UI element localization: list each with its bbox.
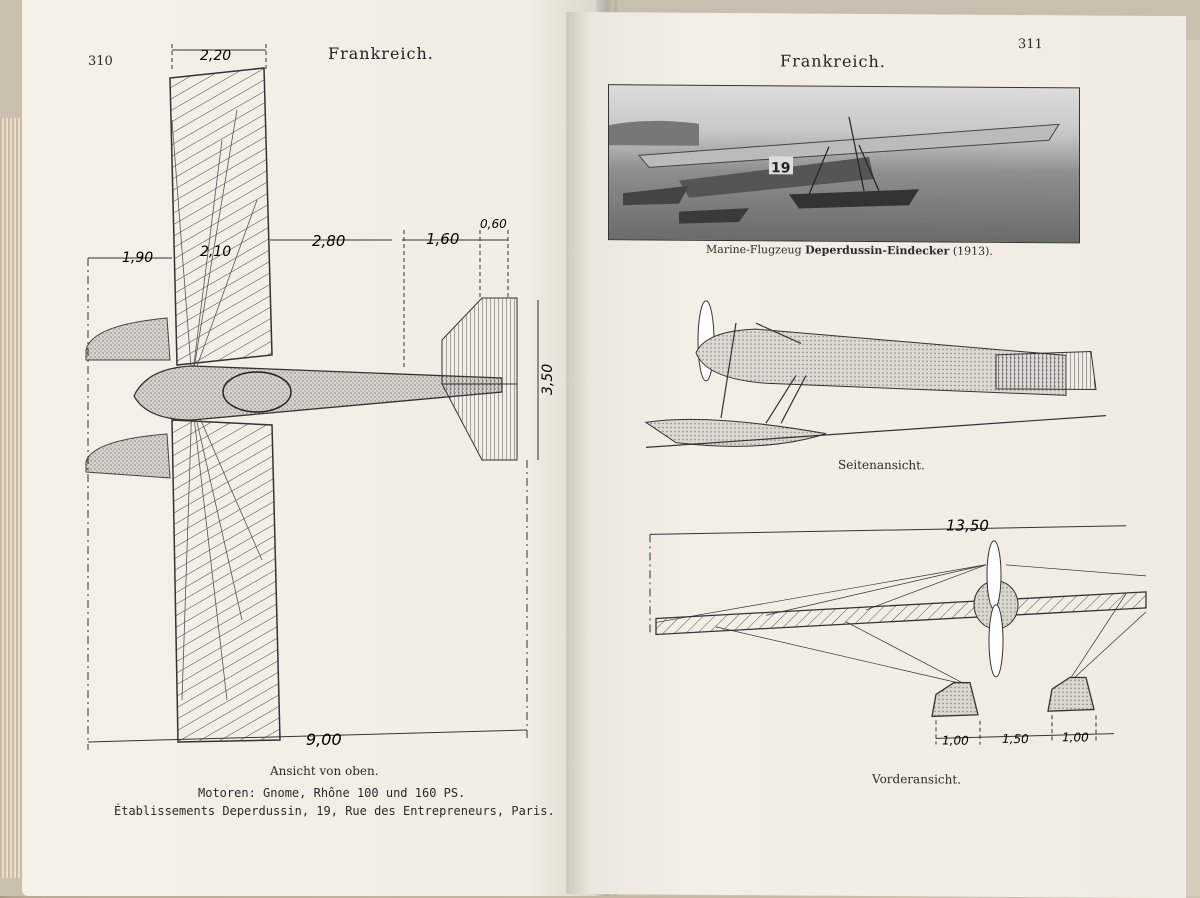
right-page: 311 Frankreich. 19 Marine-Flugzeug Deper… <box>566 11 1186 898</box>
dim-wing-chord: 2,20 <box>200 48 231 64</box>
photo-caption-suffix: (1913). <box>949 244 993 258</box>
dim-tail-span: 3,50 <box>540 364 556 395</box>
book-cover-edge <box>1186 40 1200 896</box>
side-view-drawing <box>644 300 1107 448</box>
dim-rear: 1,60 <box>426 230 459 248</box>
top-view-drawing: 2,20 1,90 2,10 2,80 1,60 0,60 3,50 9,00 <box>85 44 556 750</box>
dim-span: 9,00 <box>306 730 342 749</box>
page-number-left: 310 <box>88 54 113 69</box>
caption-top-view: Ansicht von oben. <box>270 764 379 778</box>
manufacturer-text: Établissements Deperdussin, 19, Rue des … <box>114 804 555 818</box>
caption-side-view: Seitenansicht. <box>838 457 925 473</box>
dim-front-span: 13,50 <box>946 516 989 534</box>
dim-tail: 0,60 <box>480 217 507 231</box>
book-page-edges <box>0 118 26 878</box>
engines-text: Motoren: Gnome, Rhône 100 und 160 PS. <box>198 786 466 800</box>
dim-front-left: 1,00 <box>942 733 969 747</box>
dim-fuselage-mid: 2,80 <box>312 232 345 250</box>
running-head-right: Frankreich. <box>780 51 886 72</box>
page-number-right: 311 <box>1018 36 1043 53</box>
seaplane-photo-drawing: 19 <box>609 116 1060 224</box>
seaplane-photo: 19 <box>608 84 1080 244</box>
photo-caption-bold: Deperdussin-Eindecker <box>805 243 950 258</box>
dim-front-right: 1,00 <box>1062 730 1089 744</box>
left-page: 310 Frankreich. <box>22 0 614 896</box>
front-view-drawing: 13,50 1,00 1,50 1,00 <box>649 516 1147 748</box>
photo-caption-prefix: Marine-Flugzeug <box>706 242 806 257</box>
dim-center: 2,10 <box>200 244 231 260</box>
caption-front-view: Vorderansicht. <box>872 771 962 787</box>
dim-front-mid: 1,50 <box>1002 732 1029 746</box>
running-head-left: Frankreich. <box>328 44 434 63</box>
photo-plane-number: 19 <box>771 160 790 176</box>
photo-caption: Marine-Flugzeug Deperdussin-Eindecker (1… <box>706 243 993 258</box>
dim-nose: 1,90 <box>122 250 153 266</box>
